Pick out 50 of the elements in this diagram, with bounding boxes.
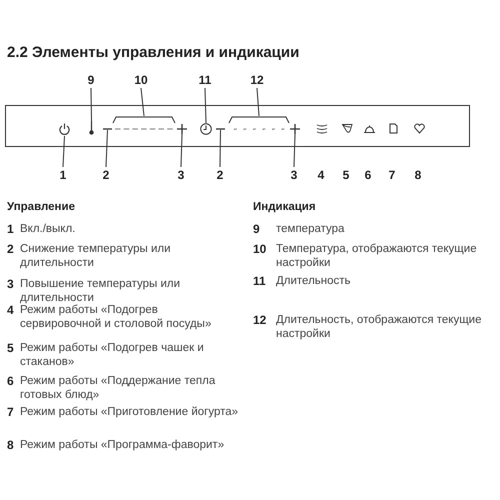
list-text: Температура, отображаются текущие настройки: [276, 242, 478, 270]
callout-number: 1: [58, 168, 68, 182]
list-text: Повышение температуры или длительности: [20, 277, 182, 304]
clock-icon: [200, 123, 212, 135]
list-text: Режим работы «Поддержание тепла готовых блюд»: [20, 374, 216, 402]
callout-number: 3: [289, 168, 299, 182]
leader-line: [256, 88, 260, 116]
callout-number: 4: [316, 168, 326, 182]
callout-number: 2: [101, 168, 111, 182]
callout-number: 7: [388, 168, 396, 182]
list-number: 9: [253, 222, 261, 236]
callout-number: 10: [130, 73, 152, 87]
power-icon: [59, 123, 70, 136]
list-heading: Управление: [7, 200, 75, 214]
thermometer-icon: [89, 121, 94, 135]
callout-number: 9: [84, 73, 98, 87]
leader-line: [220, 130, 221, 168]
list-text: Режим работы «Программа-фаворит»: [20, 438, 226, 452]
callout-number: 12: [249, 73, 265, 87]
callout-number: 2: [215, 168, 225, 182]
leader-line: [204, 88, 206, 124]
list-heading: Индикация: [253, 200, 316, 214]
list-text: Режим работы «Подогрев сервировочной и столовой посуды»: [20, 304, 212, 331]
list-text: Снижение температуры или длительности: [20, 242, 172, 270]
control-panel: [5, 105, 470, 147]
callout-number: 5: [342, 168, 350, 182]
callout-number: 3: [176, 168, 186, 182]
list-text: Режим работы «Приготовление йогурта»: [20, 405, 240, 419]
callout-number: 6: [364, 168, 372, 182]
callout-number: 11: [197, 73, 213, 87]
leader-line: [62, 136, 65, 168]
list-number: 12: [253, 313, 268, 327]
minus-sign: [103, 128, 112, 130]
plus-sign: [177, 124, 187, 134]
leader-line: [180, 134, 182, 168]
list-number: 11: [253, 274, 267, 288]
section-heading: 2.2 Элементы управления и индикации: [7, 44, 300, 61]
list-text: Режим работы «Подогрев чашек и стаканов»: [20, 341, 205, 369]
list-text: Длительность, отображаются текущие настройки: [276, 313, 482, 341]
minus-sign: [216, 128, 225, 130]
leader-line: [294, 134, 296, 168]
list-number: 10: [253, 242, 268, 256]
leader-line: [106, 130, 108, 168]
list-text: Вкл./выкл.: [20, 222, 76, 236]
list-text: температура: [276, 222, 346, 236]
callout-number: 8: [414, 168, 422, 182]
leader-line: [140, 88, 144, 116]
list-text: Длительность: [276, 274, 352, 288]
plus-sign: [290, 124, 300, 134]
leader-line: [90, 88, 92, 122]
